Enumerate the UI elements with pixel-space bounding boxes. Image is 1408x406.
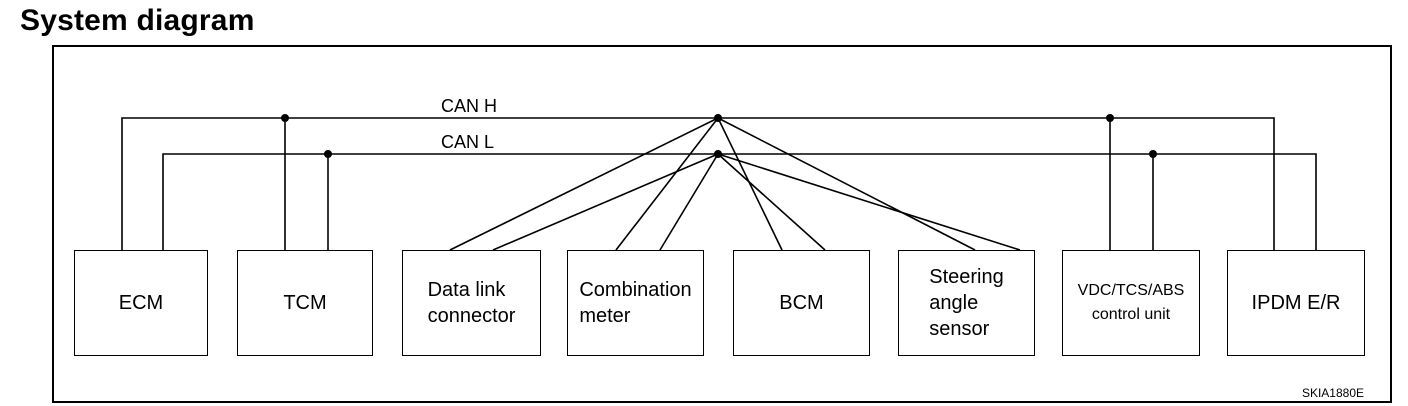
tcm-label: TCM [283, 292, 327, 314]
ecm-box: ECM [74, 250, 208, 356]
bcm-can-h-wire [717, 117, 783, 251]
bcm-box: BCM [733, 250, 870, 356]
diagram-frame [52, 45, 1392, 403]
meter-can-l-wire [659, 153, 719, 251]
combination-meter-box: Combination meter [567, 250, 704, 356]
splice-dot [714, 150, 722, 158]
steering-angle-sensor-label: Steering angle sensor [929, 266, 1004, 340]
meter-can-h-wire [615, 117, 719, 251]
ipdm-box: IPDM E/R [1227, 250, 1365, 356]
splice-dot [1149, 150, 1157, 158]
can-h-line [121, 117, 1275, 250]
splice-dot [281, 114, 289, 122]
can-h-label: CAN H [441, 96, 498, 116]
can-l-line [162, 153, 1317, 250]
steering-angle-sensor-box: Steering angle sensor [898, 250, 1035, 356]
splice-dot [1106, 114, 1114, 122]
steering-can-l-wire [717, 153, 1021, 251]
data-link-connector-box: Data link connector [402, 250, 541, 356]
vdc-tcs-abs-label: VDC/TCS/ABS control unit [1077, 282, 1185, 323]
can-l-label: CAN L [441, 132, 495, 152]
tcm-box: TCM [237, 250, 373, 356]
steering-can-h-wire [717, 117, 976, 251]
figure-code: SKIA1880E [1301, 386, 1364, 400]
vdc-tcs-abs-box: VDC/TCS/ABS control unit [1062, 250, 1200, 356]
ecm-label: ECM [118, 292, 164, 314]
data-link-connector-label: Data link connector [427, 279, 516, 327]
splice-dot [714, 114, 722, 122]
combination-meter-label: Combination meter [579, 279, 692, 327]
ipdm-label: IPDM E/R [1251, 292, 1341, 314]
dlc-can-h-wire [449, 117, 719, 251]
dlc-can-l-wire [492, 153, 719, 251]
bcm-label: BCM [779, 292, 824, 314]
page-title: System diagram [20, 4, 255, 37]
splice-dot [324, 150, 332, 158]
bcm-can-l-wire [717, 153, 826, 251]
